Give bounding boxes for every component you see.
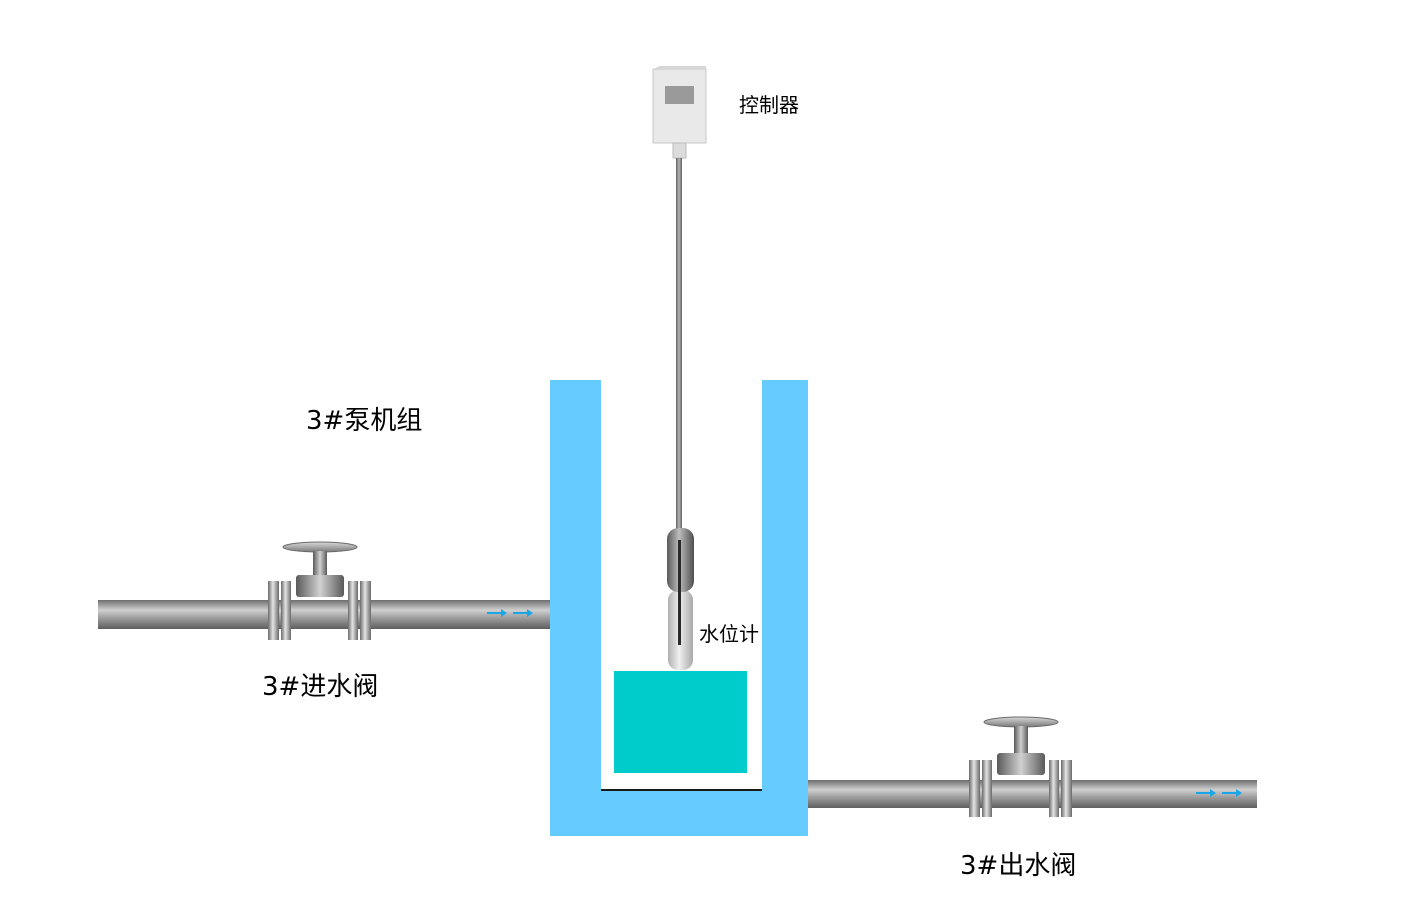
inlet-valve-label: 3#进水阀: [262, 672, 379, 702]
pump-unit-title: 3#泵机组: [306, 406, 423, 436]
tank-floor-line: [601, 789, 762, 791]
controller-label: 控制器: [739, 93, 799, 117]
controller-screen: [665, 86, 694, 104]
inlet-valve-icon[interactable]: [268, 541, 371, 640]
sensor-cable: [676, 158, 682, 530]
outlet-valve-label: 3#出水阀: [960, 851, 1077, 881]
level-sensor-icon: [667, 528, 694, 670]
flow-arrow-icon: [1196, 789, 1242, 797]
outlet-valve-icon[interactable]: [969, 716, 1072, 817]
flow-arrow-icon: [487, 609, 533, 617]
outlet-pipe: [808, 780, 1257, 808]
inlet-pipe: [98, 600, 550, 629]
controller-icon[interactable]: [652, 66, 707, 159]
level-meter-label: 水位计: [699, 622, 759, 646]
water-level-block: [614, 671, 747, 773]
tank-wall: [550, 380, 808, 836]
